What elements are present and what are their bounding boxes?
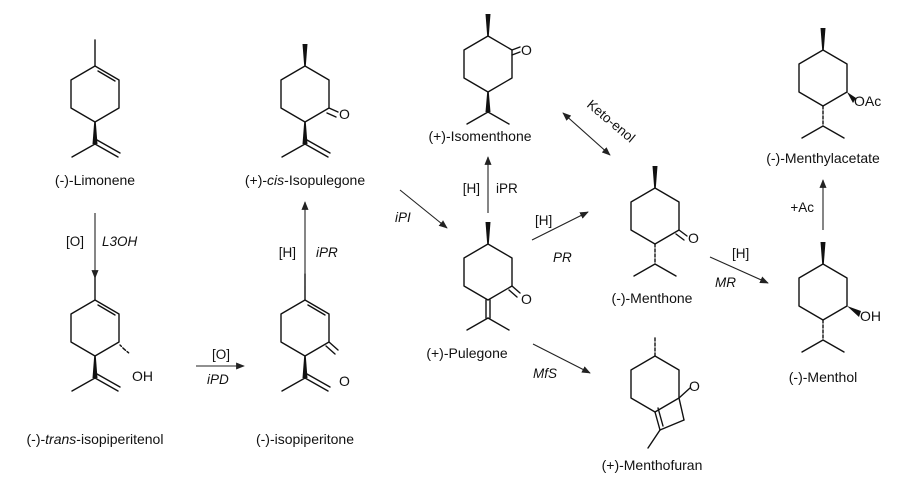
arrow-pulegone-to-menthofuran [532, 343, 591, 374]
r6-enzyme: PR [553, 250, 572, 265]
r10-reagent: +Ac [790, 200, 814, 215]
r7-enzyme: MfS [533, 366, 557, 381]
isopiperitenol-oh: OH [132, 368, 153, 384]
r1-enzyme: L3OH [102, 234, 138, 249]
limonene-structure [70, 39, 121, 158]
isopiperitone-structure [280, 273, 339, 392]
r9-reagent: [H] [732, 246, 749, 261]
menthone-o: O [688, 230, 699, 246]
r2-enzyme: iPD [207, 372, 229, 387]
arrow-cis-isopulegone-to-pulegone [399, 189, 448, 229]
isomenthone-label: (+)-Isomenthone [428, 128, 531, 144]
menthylacetate-structure [798, 28, 856, 139]
r5-reagent: [H] [463, 181, 480, 196]
menthone-structure [630, 166, 688, 277]
r5-enzyme: iPR [496, 181, 518, 196]
cis-isopulegone-label: (+)-cis-Isopulegone [245, 172, 365, 188]
r2-reagent: [O] [212, 347, 230, 362]
isomenthone-o: O [521, 42, 532, 58]
r8-label: Keto-enol [584, 97, 638, 146]
r3-enzyme: iPR [316, 245, 338, 260]
menthofuran-o: O [689, 378, 700, 394]
cis-isopulegone-o: O [339, 106, 350, 122]
pulegone-label: (+)-Pulegone [426, 345, 508, 361]
r9-enzyme: MR [715, 275, 736, 290]
isopiperitenol-prefix: (-)- [27, 431, 46, 447]
limonene-label: (-)-Limonene [55, 172, 135, 188]
menthylacetate-label: (-)-Menthylacetate [766, 150, 880, 166]
menthone-label: (-)-Menthone [612, 290, 693, 306]
isopiperitenol-trans: trans [45, 431, 76, 447]
r4-enzyme: iPI [395, 210, 411, 225]
isopiperitone-o: O [339, 373, 350, 389]
arrow-pulegone-to-menthone [531, 211, 589, 241]
menthofuran-structure [630, 335, 691, 449]
isopiperitenol-structure [70, 273, 131, 392]
menthol-label: (-)-Menthol [789, 369, 857, 385]
isopiperitenol-label: (-)-trans-isopiperitenol [27, 431, 164, 447]
arrow-keto-enol-equilibrium [562, 112, 611, 156]
r1-reagent: [O] [66, 234, 84, 249]
isopiperitenol-suffix: -isopiperitenol [76, 431, 163, 447]
r6-reagent: [H] [535, 213, 552, 228]
cis-isopulegone-suffix: -Isopulegone [284, 172, 365, 188]
arrow-menthone-to-menthol [709, 256, 769, 284]
menthofuran-label: (+)-Menthofuran [602, 457, 703, 473]
r3-reagent: [H] [279, 245, 296, 260]
menthol-structure [798, 242, 861, 353]
isopiperitone-label: (-)-isopiperitone [256, 431, 354, 447]
pulegone-o: O [521, 291, 532, 307]
cis-isopulegone-prefix: (+)- [245, 172, 268, 188]
cis-isopulegone-cis: cis [267, 172, 284, 188]
menthol-oh: OH [860, 308, 881, 324]
cis-isopulegone-structure [280, 44, 339, 158]
pulegone-structure [463, 222, 521, 331]
isomenthone-structure [463, 14, 521, 125]
menthylacetate-oac: OAc [854, 93, 881, 109]
